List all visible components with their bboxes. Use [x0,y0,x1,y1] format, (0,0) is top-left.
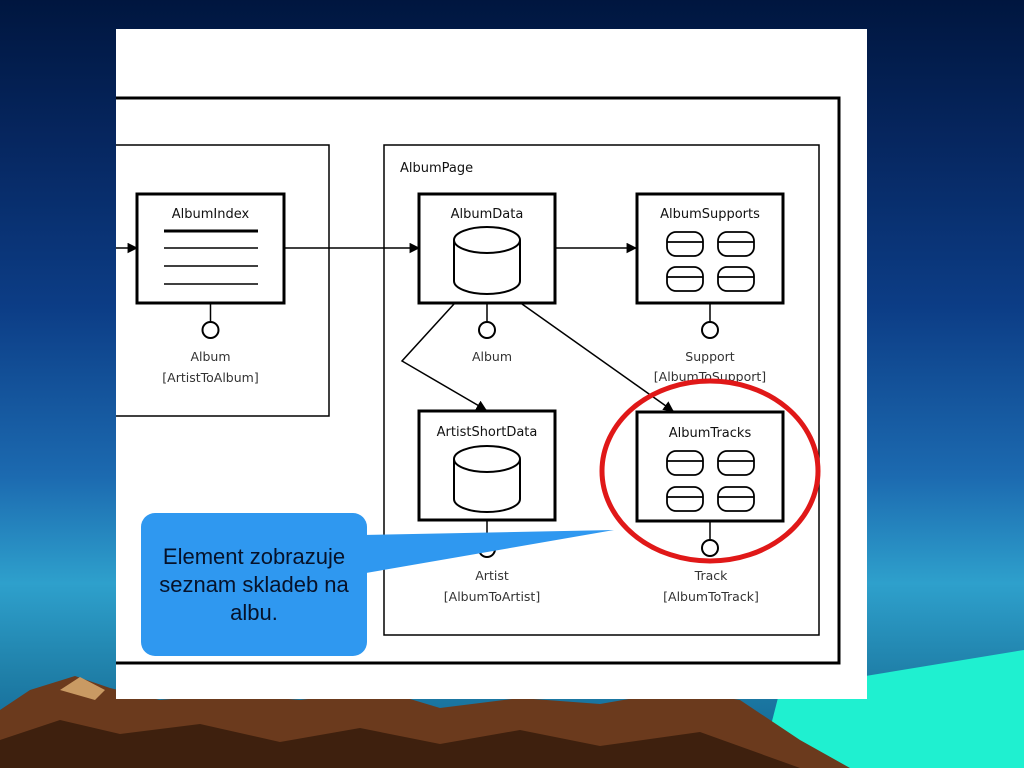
callout-bubble: Element zobrazuje seznam skladeb na albu… [141,513,367,656]
album-index-title: AlbumIndex [172,207,250,222]
album-supports-node: AlbumSupports Support [AlbumToSupport] [635,192,785,384]
album-index-node: AlbumIndex Album [ArtistToAlbum] [135,192,286,385]
mountain-highlight [60,677,105,700]
album-data-title: AlbumData [451,207,524,222]
album-index-port-link: [ArtistToAlbum] [162,370,258,385]
album-data-node: AlbumData Album [417,192,557,364]
album-page-title: AlbumPage [400,161,473,176]
album-supports-port-link: [AlbumToSupport] [654,369,766,384]
artist-short-data-port-link: [AlbumToArtist] [444,589,540,604]
port-icon [201,321,220,339]
artist-short-data-title: ArtistShortData [437,425,538,440]
arrow-data-to-artist [400,303,487,411]
port-icon [701,321,719,339]
database-group-icon [666,231,755,292]
album-tracks-title: AlbumTracks [669,426,752,441]
database-icon [453,445,521,513]
album-data-port-name: Album [472,349,512,364]
album-index-port-name: Album [190,349,230,364]
port-icon [478,540,496,558]
album-tracks-node: AlbumTracks Track [AlbumToTrack] [635,410,785,604]
album-tracks-port-link: [AlbumToTrack] [663,589,759,604]
album-tracks-port-name: Track [694,568,728,583]
album-supports-port-name: Support [685,349,735,364]
mountain-shadow [0,720,800,768]
outer-frame [116,96,841,665]
arrow-data-to-tracks [521,303,674,412]
callout-text: Element zobrazuje seznam skladeb na albu… [159,543,349,625]
database-icon [453,226,521,295]
album-supports-title: AlbumSupports [660,207,760,222]
port-icon [701,539,719,557]
artist-short-data-node: ArtistShortData Artist [AlbumToArtist] [417,409,557,604]
artist-short-data-port-name: Artist [475,568,509,583]
sea-horizon [760,650,1024,768]
left-area-frame [116,144,330,417]
album-supports-box [635,192,785,305]
port-icon [478,321,496,339]
